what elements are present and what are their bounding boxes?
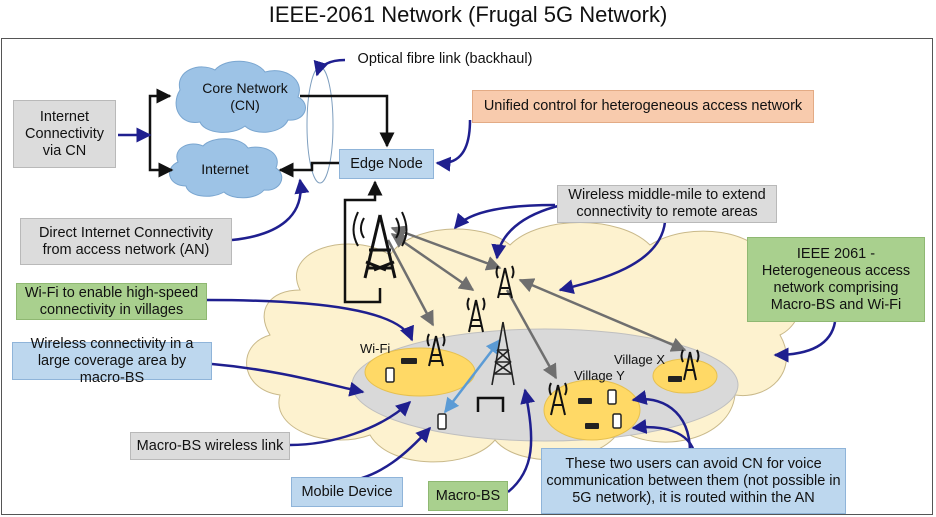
callout-optical [313, 58, 346, 77]
callout-direct-internet [231, 178, 310, 242]
main-tower-icon [352, 211, 408, 279]
mm-arrow-4 [518, 278, 687, 352]
callout-macro-bs [507, 388, 536, 493]
link-edge-to-internet [278, 161, 342, 178]
wireless-middle-mile-box: Wireless middle-mile to extend connectiv… [557, 185, 777, 223]
village-x-label: Village X [614, 352, 666, 367]
link-tower-to-edge [343, 180, 383, 304]
village-x-tower-icon [680, 349, 700, 381]
wireless-coverage-box: Wireless connectivity in a large coverag… [12, 336, 212, 386]
ieee2061-hetero-box: IEEE 2061 - Heterogeneous access network… [747, 237, 925, 322]
callout-middle-mile-1 [454, 203, 556, 230]
mm-arrow-3 [386, 239, 435, 327]
mm-arrow-2 [390, 232, 475, 292]
unified-control-box: Unified control for heterogeneous access… [472, 90, 814, 123]
relay-tower-2-icon [466, 297, 486, 333]
callout-coverage [211, 362, 365, 397]
core-network-label: Core Network (CN) [202, 80, 288, 113]
macro-bs-wireless-link-line [444, 338, 501, 414]
internet-via-cn-box: Internet Connectivity via CN [13, 100, 116, 168]
callout-hetero [773, 321, 837, 363]
macro-bs-link-box: Macro-BS wireless link [130, 432, 290, 460]
optical-fibre-label: Optical fibre link (backhaul) [357, 50, 533, 67]
macro-bs-box: Macro-BS [428, 481, 508, 511]
callout-users-1 [631, 390, 692, 453]
link-split-internet [148, 135, 174, 178]
wifi-router-icons [401, 358, 682, 429]
edge-node-box: Edge Node [339, 149, 434, 179]
link-split [148, 88, 172, 135]
two-users-box: These two users can avoid CN for voice c… [541, 448, 846, 514]
callout-unified [435, 119, 472, 172]
callout-wifi [206, 298, 414, 342]
internet-label: Internet [201, 161, 249, 177]
macro-bs-tower-icon [491, 321, 515, 386]
mobile-device-box: Mobile Device [291, 477, 403, 507]
direct-internet-box: Direct Internet Connectivity from access… [20, 218, 232, 265]
callout-middle-mile-3 [558, 221, 667, 295]
wifi-label: Wi-Fi [360, 341, 391, 356]
wifi-village-tower-icon [426, 333, 446, 367]
relay-tower-1-icon [495, 265, 515, 299]
callout-macro-link [289, 400, 412, 447]
diagram-title: IEEE-2061 Network (Frugal 5G Network) [268, 2, 668, 27]
callout-middle-mile-2 [491, 203, 563, 260]
mm-arrow-5 [505, 289, 558, 380]
core-network-cloud [175, 60, 306, 133]
wifi-villages-box: Wi-Fi to enable high-speed connectivity … [16, 283, 207, 320]
village-y-tower-icon [548, 382, 568, 416]
mobile-phone-icons [385, 367, 622, 430]
link-cn-to-edge [300, 94, 395, 148]
internet-cloud [169, 138, 283, 199]
village-y-label: Village Y [574, 368, 625, 383]
diagram-frame [1, 38, 933, 515]
